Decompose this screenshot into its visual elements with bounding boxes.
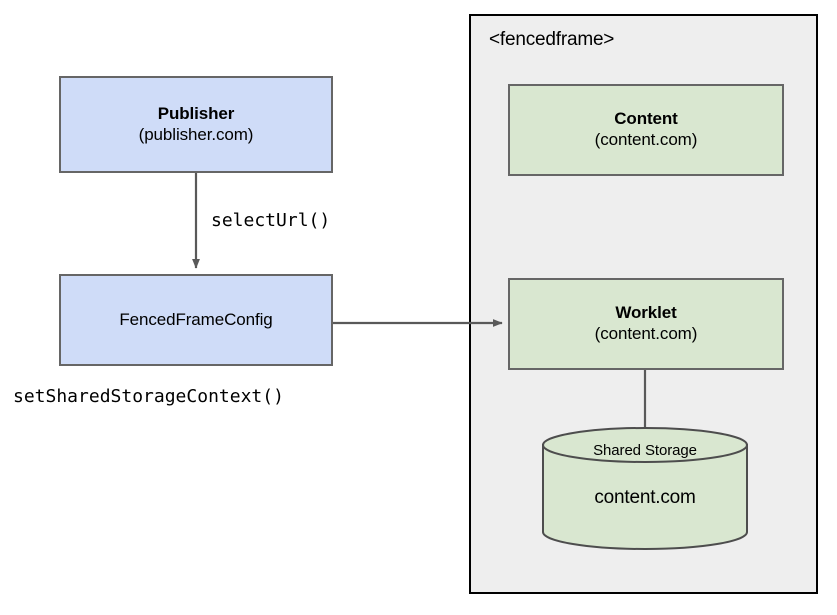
node-publisher-title: Publisher [157,103,235,123]
node-content-subtitle: (content.com) [594,130,698,149]
node-worklet[interactable]: Worklet (content.com) [508,278,784,370]
node-worklet-subtitle: (content.com) [594,324,698,343]
fencedframe-panel-label: <fencedframe> [489,29,615,50]
node-fenced-frame-config-title: FencedFrameConfig [119,309,273,329]
node-publisher[interactable]: Publisher (publisher.com) [59,76,333,173]
node-worklet-title: Worklet [615,303,677,323]
shared-storage-title: Shared Storage [593,442,697,459]
node-publisher-subtitle: (publisher.com) [138,124,254,144]
node-fenced-frame-config[interactable]: FencedFrameConfig [59,274,333,366]
node-shared-storage[interactable]: Shared Storage content.com [541,427,749,550]
node-content-title: Content [614,109,678,129]
node-content[interactable]: Content (content.com) [508,84,784,176]
annotation-set-shared-storage-context: setSharedStorageContext() [13,386,284,407]
shared-storage-origin: content.com [594,487,696,508]
edge-label-select-url: selectUrl() [211,210,331,231]
cylinder-shape [542,427,748,550]
